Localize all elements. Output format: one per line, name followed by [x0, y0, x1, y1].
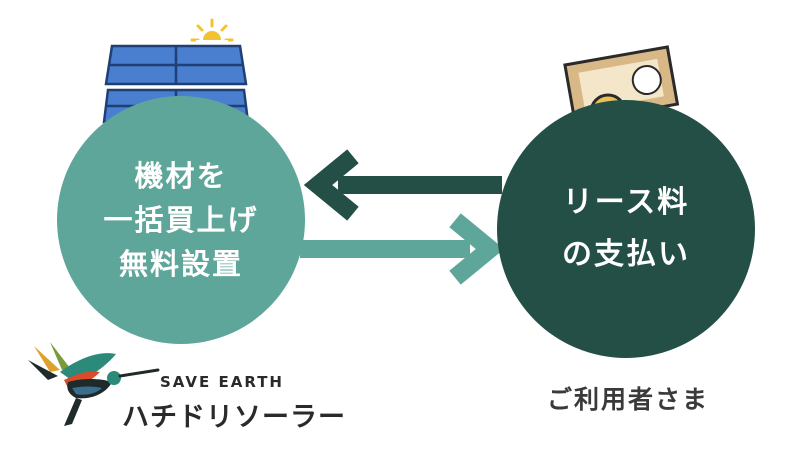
logo-name: ハチドリソーラー: [122, 402, 346, 433]
provider-text-line-1: 機材を: [134, 159, 228, 193]
user-label: ご利用者さま: [546, 385, 709, 414]
user-text-line-1: リース料: [562, 185, 690, 220]
installation-arrow: [300, 213, 505, 285]
logo-tagline: SAVE EARTH: [160, 373, 284, 391]
hummingbird-icon: [28, 342, 160, 426]
user-circle: リース料 の支払い: [497, 100, 755, 358]
user-text-line-2: の支払い: [562, 237, 690, 272]
provider-circle: 機材を 一括買上げ 無料設置: [57, 96, 305, 344]
provider-text-line-3: 無料設置: [118, 247, 243, 281]
payment-arrow: [303, 149, 502, 221]
provider-text-line-2: 一括買上げ: [103, 203, 259, 237]
sun-icon: [190, 18, 234, 49]
